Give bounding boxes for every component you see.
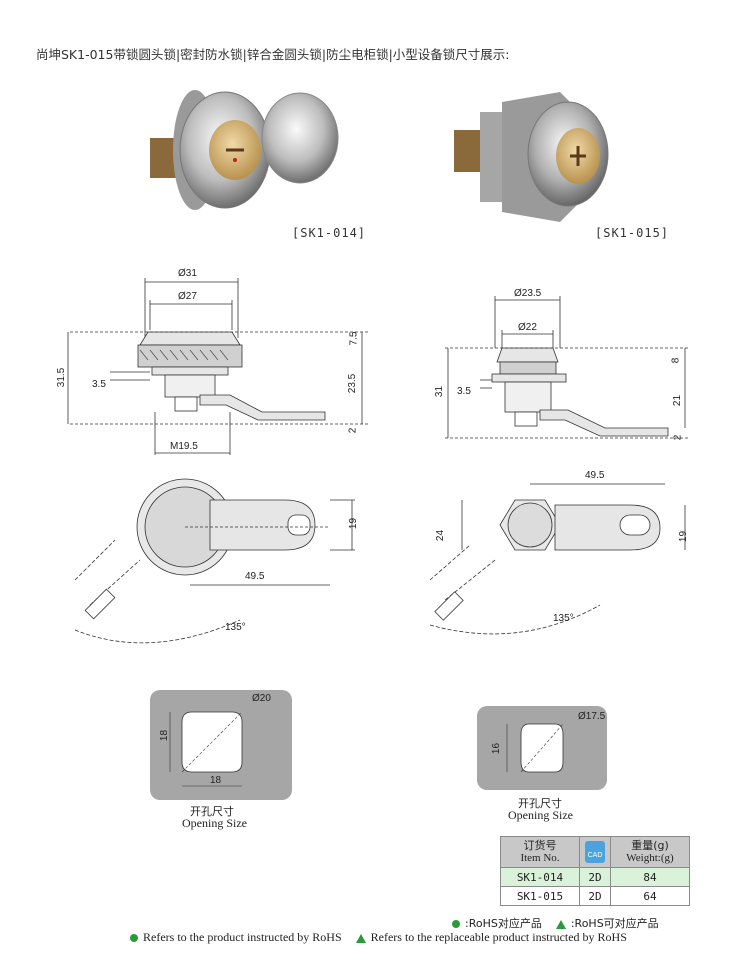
weight: 84 (610, 867, 690, 887)
dim-014-d31: Ø31 (178, 268, 197, 279)
sk1-015-top-view (429, 483, 686, 635)
product-photo-sk1-014 (150, 90, 339, 210)
technical-drawings (67, 278, 690, 644)
dim-015-d22: Ø22 (518, 322, 537, 333)
col-item-header: 订货号 Item No. (500, 836, 580, 868)
weight: 64 (610, 886, 690, 906)
dim-015-w495: 49.5 (585, 470, 605, 481)
dim-015-h2: 2 (672, 434, 684, 441)
dim-014-angle: 135° (225, 622, 246, 633)
opening-015-h: 16 (491, 742, 503, 755)
photo-label-sk1-015: [SK1-015] (595, 226, 670, 240)
dim-014-h235: 23.5 (347, 373, 359, 394)
dim-014-d27: Ø27 (178, 291, 197, 302)
product-photo-sk1-015 (454, 92, 609, 222)
opening-014-w: 18 (210, 775, 222, 786)
rohs-dot-icon (452, 920, 460, 928)
dim-015-h35: 3.5 (457, 386, 471, 397)
dim-014-h2: 2 (347, 427, 359, 434)
sk1-015-side-view (445, 296, 690, 439)
dim-014-w495: 49.5 (245, 571, 265, 582)
dim-015-h19: 19 (678, 530, 690, 543)
cad-type: 2D (579, 886, 611, 906)
dim-014-h315: 31.5 (56, 367, 68, 388)
col-item-cn: 订货号 (523, 839, 557, 852)
opening-size-sk1-015 (477, 706, 607, 790)
opening-label-cn-014: 开孔尺寸 (190, 805, 234, 818)
dim-014-h75: 7.5 (348, 331, 360, 346)
opening-014-h: 18 (159, 729, 171, 742)
opening-015-dia: Ø17.5 (578, 711, 606, 722)
legend-en-replace: Refers to the replaceable product instru… (370, 930, 627, 944)
dim-015-h24: 24 (435, 529, 447, 542)
legend-cn-replace: :RoHS可对应产品 (570, 917, 659, 930)
table-row: SK1-014 2D 84 (500, 867, 690, 887)
opening-label-en-014: Opening Size (182, 816, 247, 830)
cad-type: 2D (579, 867, 611, 887)
dim-014-h19: 19 (348, 517, 360, 530)
cad-icon: CAD (585, 841, 605, 863)
col-weight-header: 重量(g) Weight:(g) (610, 836, 690, 868)
col-weight-en: Weight:(g) (626, 852, 674, 864)
opening-014-dia: Ø20 (252, 693, 271, 704)
col-weight-cn: 重量(g) (631, 839, 669, 852)
sk1-014-side-view (67, 278, 370, 455)
order-table: 订货号 Item No. CAD 重量(g) Weight:(g) SK1-01… (500, 836, 690, 906)
legend-cn: :RoHS对应产品 :RoHS可对应产品 (452, 915, 659, 931)
opening-label-cn-015: 开孔尺寸 (518, 797, 562, 810)
legend-en: Refers to the product instructed by RoHS… (130, 930, 627, 945)
legend-en-rohs: Refers to the product instructed by RoHS (143, 930, 342, 944)
page-title: 尚坤SK1-015带锁圆头锁|密封防水锁|锌合金圆头锁|防尘电柜锁|小型设备锁尺… (36, 47, 510, 62)
dim-014-m195: M19.5 (170, 441, 198, 452)
rohs-dot-icon (130, 934, 138, 942)
dim-015-h31: 31 (434, 385, 446, 398)
dim-015-h8: 8 (670, 357, 682, 364)
sk1-014-top-view (74, 478, 355, 644)
table-row: SK1-015 2D 64 (500, 886, 690, 906)
rohs-triangle-icon (555, 919, 566, 929)
dim-015-h21: 21 (672, 394, 684, 407)
opening-size-sk1-014 (150, 690, 292, 800)
item-no: SK1-014 (500, 867, 580, 887)
col-item-en: Item No. (520, 852, 560, 864)
rohs-triangle-icon (355, 933, 366, 943)
opening-label-en-015: Opening Size (508, 808, 573, 822)
dim-014-h35: 3.5 (92, 379, 106, 390)
dim-015-d235: Ø23.5 (514, 288, 542, 299)
item-no: SK1-015 (500, 886, 580, 906)
dim-015-angle: 135° (553, 613, 574, 624)
col-cad-header: CAD (579, 836, 611, 868)
legend-cn-rohs: :RoHS对应产品 (465, 917, 542, 930)
photo-label-sk1-014: [SK1-014] (292, 226, 367, 240)
